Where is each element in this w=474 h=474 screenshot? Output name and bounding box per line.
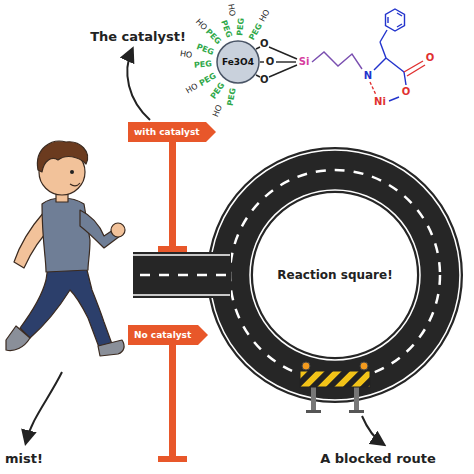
hydroxyl-group: HO bbox=[258, 9, 271, 24]
sign-board: with catalyst bbox=[128, 122, 216, 142]
hydroxyl-group: HO bbox=[185, 82, 200, 95]
oxygen-atom: O bbox=[402, 87, 411, 97]
sign-arrow bbox=[128, 122, 216, 142]
roundabout-center: Reaction square! bbox=[253, 193, 417, 357]
peg-chain: PEG bbox=[195, 43, 215, 57]
peg-chain: PEG bbox=[194, 60, 213, 70]
silicon-atom: Si bbox=[299, 57, 310, 67]
sign-post bbox=[158, 142, 187, 462]
oxygen-atom: O bbox=[260, 39, 269, 49]
hydroxyl-group: HO bbox=[193, 17, 207, 31]
node-circle bbox=[254, 194, 416, 356]
leader-arrow bbox=[362, 416, 383, 444]
peg-chain: PEG bbox=[198, 72, 218, 88]
nanoparticle-sphere: Fe3O4 bbox=[216, 40, 260, 84]
caption-text: The catalyst! bbox=[90, 30, 186, 43]
peg-chain: PEG bbox=[236, 18, 246, 37]
road-barrier bbox=[300, 362, 370, 413]
hydroxyl-group: HO bbox=[226, 3, 236, 16]
road bbox=[133, 150, 460, 400]
node-text: Reaction square! bbox=[277, 268, 392, 282]
peg-chain: PEG bbox=[209, 81, 226, 100]
caption-text: mist! bbox=[5, 452, 43, 465]
running-boy bbox=[6, 141, 125, 356]
peg-chain: PEG bbox=[219, 19, 233, 39]
nickel-atom: Ni bbox=[374, 97, 386, 107]
node-text: No catalyst bbox=[134, 330, 191, 341]
chemical-bonds bbox=[256, 9, 425, 101]
node-text: Fe3O4 bbox=[222, 57, 254, 68]
oxygen-atom: O bbox=[260, 75, 269, 85]
caption-text: A blocked route bbox=[320, 452, 436, 465]
hydroxyl-group: HO bbox=[179, 50, 192, 60]
nitrogen-atom: N bbox=[364, 71, 372, 81]
leader-arrow bbox=[26, 372, 62, 442]
peg-chain: PEG bbox=[204, 28, 222, 46]
peg-chain: PEG bbox=[226, 87, 237, 106]
leader-arrow bbox=[127, 50, 150, 120]
node-circle bbox=[217, 41, 259, 83]
node-text: with catalyst bbox=[134, 127, 200, 138]
sign-arrow bbox=[128, 325, 208, 345]
sign-board: No catalyst bbox=[128, 325, 208, 345]
hydroxyl-group: HO bbox=[212, 104, 224, 118]
oxygen-atom: O bbox=[426, 53, 435, 63]
oxygen-atom: O bbox=[266, 57, 275, 67]
